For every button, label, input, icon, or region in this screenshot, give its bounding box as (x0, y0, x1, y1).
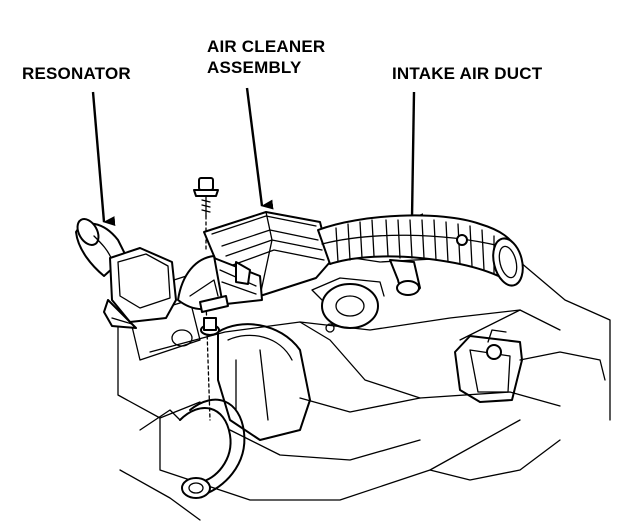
air-cleaner-pointer-arrow (245, 87, 274, 210)
intake-air-duct-label: INTAKE AIR DUCT (392, 64, 543, 83)
intake-air-duct (317, 214, 524, 296)
intake-duct-pointer-arrow (410, 91, 424, 224)
resonator (75, 218, 177, 329)
air-cleaner-label-line2: ASSEMBLY (207, 58, 302, 77)
resonator-pointer-arrow (91, 91, 116, 227)
air-cleaner-assembly (177, 211, 331, 313)
resonator-label: RESONATOR (22, 64, 131, 83)
air-cleaner-label-line1: AIR CLEANER (207, 37, 326, 56)
air-cleaner-assembly-label: AIR CLEANER ASSEMBLY (207, 36, 325, 78)
mounting-bolt (193, 177, 220, 421)
